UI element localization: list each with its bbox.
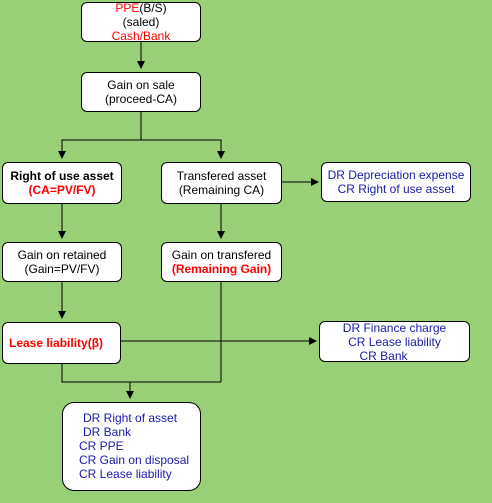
edge-lease-to-merge bbox=[61, 364, 221, 383]
gain-on-sale-formula: (proceed-CA) bbox=[104, 92, 178, 106]
cash-bank-label: Cash/Bank bbox=[111, 29, 171, 43]
lease-liability-node: Lease liability(β) bbox=[2, 322, 121, 364]
lease-liability-label: Lease liability(β) bbox=[9, 336, 104, 350]
saled-label: (saled) bbox=[122, 15, 160, 29]
transferred-asset-title: Transfered asset bbox=[176, 169, 267, 183]
transferred-asset-formula: (Remaining CA) bbox=[178, 183, 265, 197]
gain-transferred-formula: (Remaining Gain) bbox=[171, 262, 272, 276]
depreciation-entry-node: DR Depreciation expense CR Right of use … bbox=[321, 162, 471, 202]
final-credit-ppe: CR PPE bbox=[79, 439, 124, 453]
finance-entry-node: DR Finance charge CR Lease liability CR … bbox=[319, 320, 470, 363]
final-debit-right-of-asset: DR Right of asset bbox=[83, 411, 178, 425]
final-debit-bank: DR Bank bbox=[83, 425, 132, 439]
finance-debit: DR Finance charge bbox=[342, 320, 447, 335]
final-credit-gain: CR Gain on disposal bbox=[79, 453, 190, 467]
ppe-node: PPE(B/S) (saled) Cash/Bank bbox=[81, 1, 201, 43]
right-of-use-asset-node: Right of use asset (CA=PV/FV) bbox=[2, 162, 122, 204]
depreciation-credit: CR Right of use asset bbox=[337, 182, 455, 196]
finance-credit-lease: CR Lease liability bbox=[348, 334, 441, 349]
final-credit-lease: CR Lease liability bbox=[79, 467, 172, 481]
final-entry-node: DR Right of asset DR Bank CR PPE CR Gain… bbox=[62, 402, 201, 491]
bs-label: (B/S) bbox=[139, 1, 167, 15]
gain-on-transferred-node: Gain on transfered (Remaining Gain) bbox=[161, 242, 282, 282]
gain-on-sale-title: Gain on sale bbox=[107, 78, 175, 92]
right-of-use-title: Right of use asset bbox=[10, 169, 114, 183]
transferred-asset-node: Transfered asset (Remaining CA) bbox=[161, 162, 282, 204]
gain-retained-title: Gain on retained bbox=[17, 248, 107, 262]
edge-gain-on-sale-to-transferred bbox=[141, 139, 225, 159]
finance-credit-bank: CR Bank bbox=[359, 348, 408, 363]
gain-on-retained-node: Gain on retained (Gain=PV/FV) bbox=[2, 242, 122, 282]
gain-on-sale-node: Gain on sale (proceed-CA) bbox=[81, 72, 201, 112]
depreciation-debit: DR Depreciation expense bbox=[327, 168, 465, 182]
edge-gain-on-sale-branch bbox=[58, 112, 142, 159]
right-of-use-formula: (CA=PV/FV) bbox=[28, 183, 96, 197]
ppe-label: PPE bbox=[115, 1, 140, 15]
gain-retained-formula: (Gain=PV/FV) bbox=[24, 262, 100, 276]
gain-transferred-title: Gain on transfered bbox=[171, 248, 272, 262]
